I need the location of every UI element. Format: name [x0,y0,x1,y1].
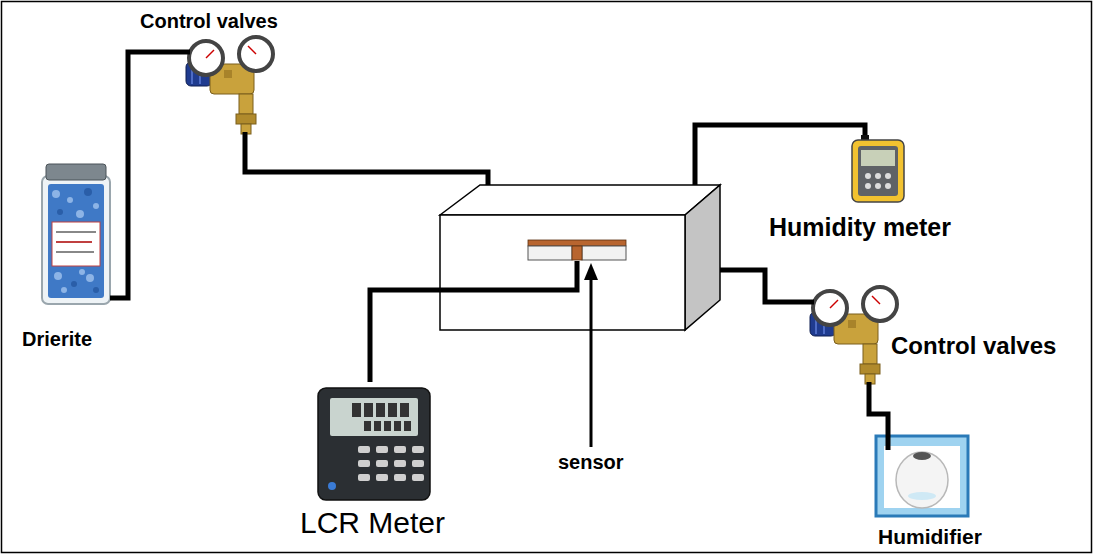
test-chamber: sensor [440,185,720,480]
humidity-meter-node: Humidity meter [765,135,965,245]
regulator-valve [810,287,897,402]
drierite-node: Drierite [14,160,122,360]
device-label: LCR Meter [300,506,445,541]
sensor-substrate [528,246,572,260]
sensor-film [528,240,626,246]
sensor-substrate [582,246,626,260]
chamber-side [685,185,720,330]
device-label: sensor [558,451,624,474]
pipe-line [695,125,865,185]
device-label: Humidity meter [769,213,951,242]
device-label: Control valves [140,10,278,33]
pipe-line [122,52,136,298]
chamber-front [440,215,685,330]
pipe-line [370,290,440,382]
lcr-meter-node: LCR Meter [296,382,466,544]
valve-node: Control valves [805,280,1075,402]
pipe-line [869,402,888,432]
sensor-electrode [572,246,582,260]
device-label: Control valves [891,332,1056,360]
humidifier-device [876,432,968,516]
leader-arrowhead [584,263,598,280]
pipe-line [245,152,488,185]
device-label: Humidifier [878,525,982,549]
chamber-outline [440,185,720,480]
leader-arrow [590,277,593,447]
lcr-meter-device [318,388,430,500]
humidity-meter-device [852,135,904,202]
inlet-pipe [805,300,814,305]
sensor-wire [440,261,577,290]
regulator-valve [186,37,273,152]
drierite-jar [42,164,122,304]
pipe-line [720,270,805,302]
humidifier-node: Humidifier [870,432,990,552]
device-label: Drierite [22,328,92,351]
valve-node: Control valves [136,6,296,152]
inlet-pipe [136,50,190,55]
chamber-top [440,185,720,215]
